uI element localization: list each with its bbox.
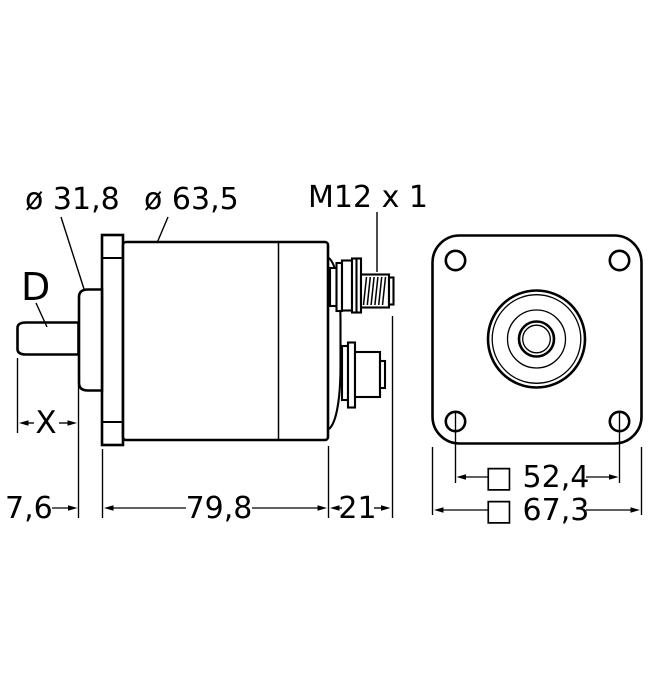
shaft-circle <box>517 320 556 358</box>
connector2-tip <box>378 359 387 390</box>
arrowhead-right <box>67 420 77 426</box>
m12-male-connector <box>328 257 395 314</box>
hub-diameter-label: ø 31,8 <box>25 182 120 217</box>
mounting-hole-top-right <box>608 249 631 272</box>
mounting-hole-top-left <box>444 249 467 272</box>
thread-hatching <box>362 276 387 306</box>
dim-79-8-value: 79,8 <box>186 491 253 526</box>
arrowhead-left <box>330 505 340 511</box>
encoder-body <box>121 240 330 442</box>
dim-67-3-value: □ 67,3 <box>485 493 590 528</box>
leader-hub-diameter <box>60 216 85 290</box>
arrowhead-right <box>317 505 327 511</box>
connector-hex-nut <box>340 259 354 312</box>
connector-tip <box>387 276 395 306</box>
hub-circle <box>506 309 567 369</box>
dim-7-6-value: 7,6 <box>5 491 53 526</box>
body-diameter-label: ø 63,5 <box>144 182 239 217</box>
shaft-label: D <box>21 265 50 309</box>
leader-body-diameter <box>156 216 169 244</box>
center-boss-inner-edge <box>491 294 582 384</box>
mounting-flange <box>100 233 125 447</box>
shaft-inner-edge <box>522 324 551 354</box>
front-view: □ 52,4 □ 67,3 <box>431 234 643 528</box>
dimension-flange-to-hub: 7,6 <box>5 449 104 526</box>
connector-thread-label: M12 x 1 <box>308 180 428 215</box>
leader-shaft <box>35 302 48 328</box>
dim-21-value: 21 <box>338 491 376 526</box>
dimension-flange-size: □ 67,3 <box>431 447 643 528</box>
arrowhead-right <box>630 507 640 513</box>
shaft-hub <box>77 288 104 392</box>
shaft <box>16 321 80 356</box>
side-view: ø 31,8 ø 63,5 M12 x 1 D X 7,6 79,8 <box>5 180 428 526</box>
dim-x-value: X <box>35 405 56 441</box>
dimension-housing-length: 79,8 <box>104 446 330 526</box>
dimension-connector-depth: 21 <box>330 316 394 526</box>
arrowhead-left <box>434 507 444 513</box>
dimension-shaft-length: X <box>16 358 80 518</box>
arrowhead-left <box>456 474 466 480</box>
arrowhead-right <box>381 505 391 511</box>
arrowhead-left <box>19 420 29 426</box>
dim-52-4-value: □ 52,4 <box>485 460 590 495</box>
arrowhead-left <box>104 505 114 511</box>
dimension-hole-spacing: □ 52,4 <box>454 411 621 495</box>
connector2-barrel <box>353 350 382 399</box>
m12-female-connector <box>340 341 387 409</box>
arrowhead-right <box>68 505 78 511</box>
arrowhead-right <box>609 474 619 480</box>
